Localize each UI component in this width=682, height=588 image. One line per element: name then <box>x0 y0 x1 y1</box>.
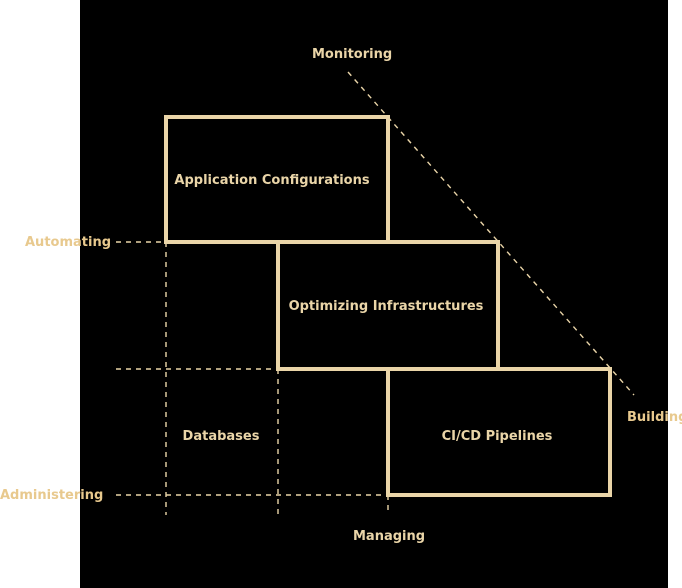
box-cicd-outline <box>386 367 612 497</box>
box-app-config-label: Application Configurations <box>174 173 370 188</box>
cell-databases-label: Databases <box>182 429 260 444</box>
axis-building-label: Building <box>627 410 682 425</box>
axis-monitoring-label: Monitoring <box>312 47 393 62</box>
axis-managing-label: Managing <box>353 529 426 544</box>
axis-automating-label: Automating <box>25 235 112 250</box>
guide-diagonal <box>347 71 635 396</box>
box-optimizing-label: Optimizing Infrastructures <box>288 299 484 314</box>
axis-administering-label: Administering <box>0 488 104 503</box>
diagram-canvas <box>80 0 668 588</box>
box-cicd-label: CI/CD Pipelines <box>441 429 553 444</box>
